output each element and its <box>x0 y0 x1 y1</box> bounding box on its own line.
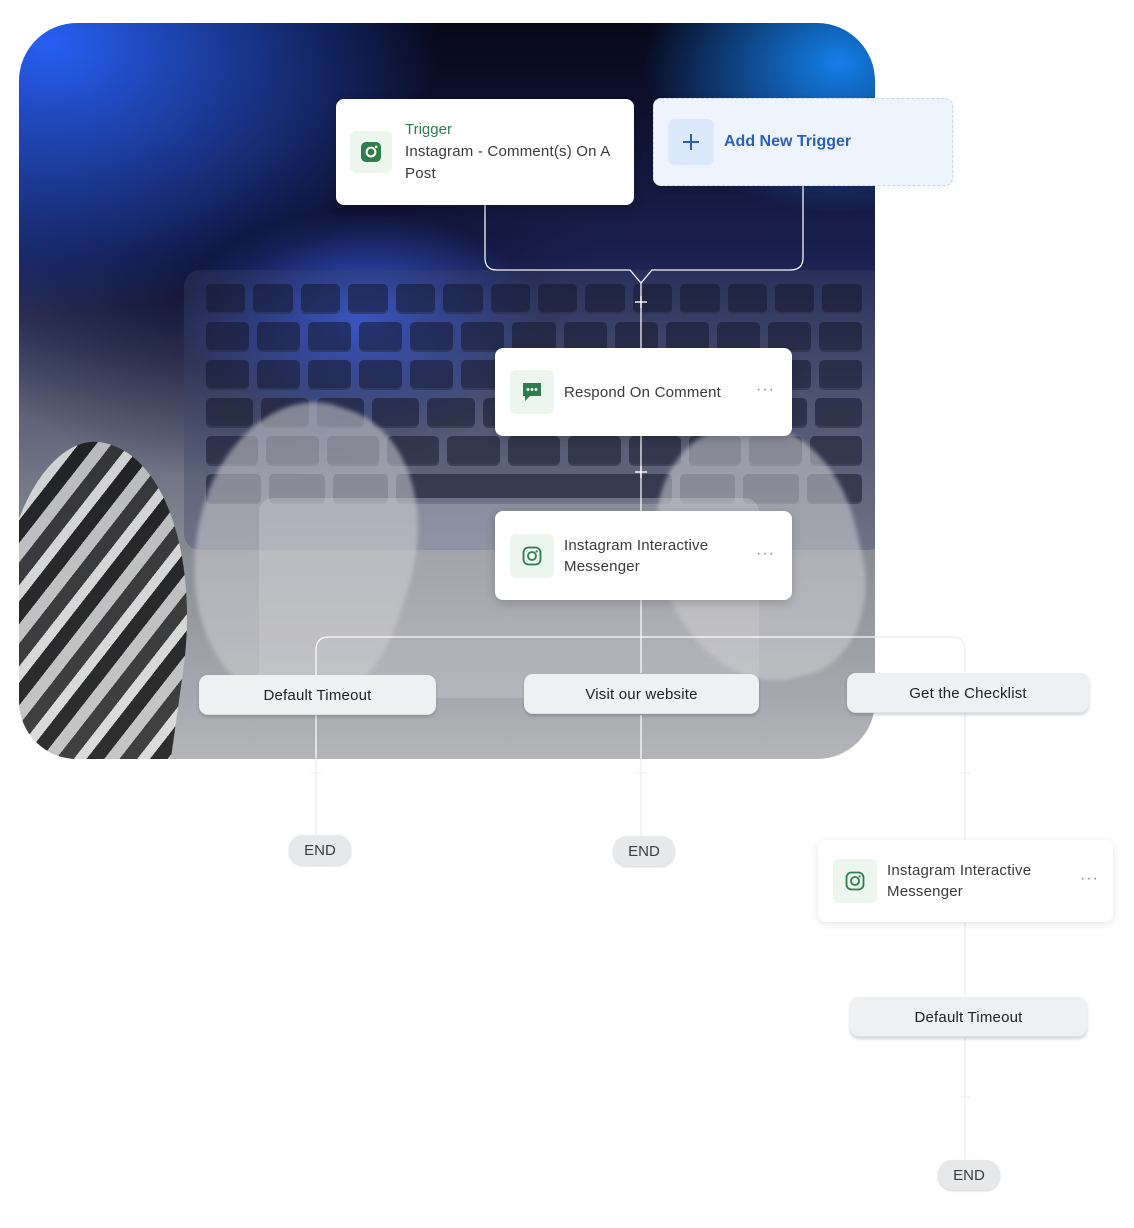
instagram-icon <box>350 131 392 173</box>
trigger-heading: Trigger <box>405 121 452 138</box>
chat-bubble-icon <box>510 370 554 414</box>
branch-default-timeout[interactable]: Default Timeout <box>850 997 1087 1037</box>
step-instagram-interactive-messenger[interactable]: Instagram Interactive Messenger ··· <box>818 840 1113 922</box>
add-new-trigger-button[interactable]: Add New Trigger <box>653 98 953 186</box>
branch-default-timeout[interactable]: Default Timeout <box>199 675 436 715</box>
branch-get-the-checklist[interactable]: Get the Checklist <box>847 673 1089 713</box>
trigger-card[interactable]: Trigger Instagram - Comment(s) On A Post <box>336 99 634 205</box>
add-new-trigger-label: Add New Trigger <box>724 133 852 150</box>
end-node: END <box>938 1160 1000 1190</box>
branch-visit-our-website[interactable]: Visit our website <box>524 674 759 714</box>
more-options-icon[interactable]: ··· <box>756 381 775 399</box>
step-label: Instagram Interactive Messenger <box>564 536 709 575</box>
add-step-icon <box>635 296 647 478</box>
instagram-icon <box>510 533 554 578</box>
instagram-icon <box>833 859 877 903</box>
step-respond-on-comment[interactable]: Respond On Comment ··· <box>495 348 792 436</box>
step-label: Instagram Interactive Messenger <box>887 862 1032 900</box>
more-options-icon[interactable]: ··· <box>756 544 775 562</box>
step-label: Respond On Comment <box>564 383 722 401</box>
more-options-icon[interactable]: ··· <box>1080 870 1099 888</box>
end-node: END <box>613 836 675 866</box>
trigger-description: Instagram - Comment(s) On A Post <box>405 143 610 182</box>
plus-icon <box>668 119 714 165</box>
end-node: END <box>289 835 351 865</box>
step-instagram-interactive-messenger[interactable]: Instagram Interactive Messenger ··· <box>495 511 792 600</box>
